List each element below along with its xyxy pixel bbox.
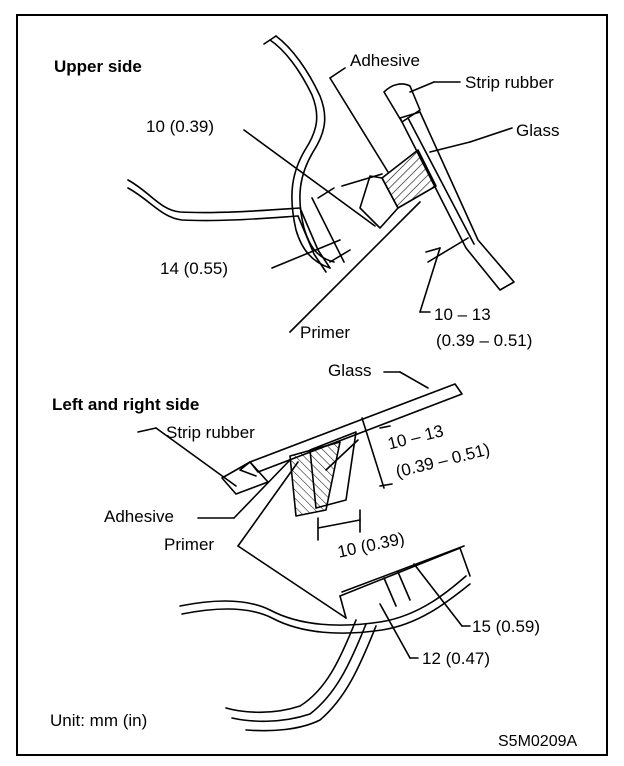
upper-glass-label: Glass [516,121,560,140]
lower-pillar [225,619,357,714]
upper-strip-rubber-label: Strip rubber [465,73,554,92]
lower-dim-15-label: 15 (0.59) [472,617,541,636]
lower-dim-12-label: 12 (0.47) [422,649,491,668]
upper-dim-gap-label: 10 – 13 [434,305,491,324]
upper-heading: Upper side [54,57,142,76]
upper-dim-height-label: 14 (0.55) [160,259,229,278]
lower-adhesive-label: Adhesive [104,507,174,526]
upper-adhesive-label: Adhesive [350,51,420,70]
upper-flange [127,179,301,214]
lower-glass-label: Glass [328,361,372,380]
upper-glass [399,111,515,291]
upper-dim-gap-inch-label: (0.39 – 0.51) [436,331,533,350]
lower-primer-label: Primer [164,535,215,554]
figure-code: S5M0209A [498,733,578,750]
lower-heading: Left and right side [52,395,200,414]
upper-strip-rubber [383,83,421,123]
lower-adhesive-bead [289,441,341,517]
upper-dim-width-label: 10 (0.39) [146,117,215,136]
unit-note: Unit: mm (in) [50,711,148,730]
upper-adhesive-bead [381,149,437,209]
lower-strip-rubber-label: Strip rubber [166,423,255,442]
upper-body-panel [269,39,331,269]
lower-body-flange [179,575,467,626]
upper-primer-label: Primer [300,323,351,342]
